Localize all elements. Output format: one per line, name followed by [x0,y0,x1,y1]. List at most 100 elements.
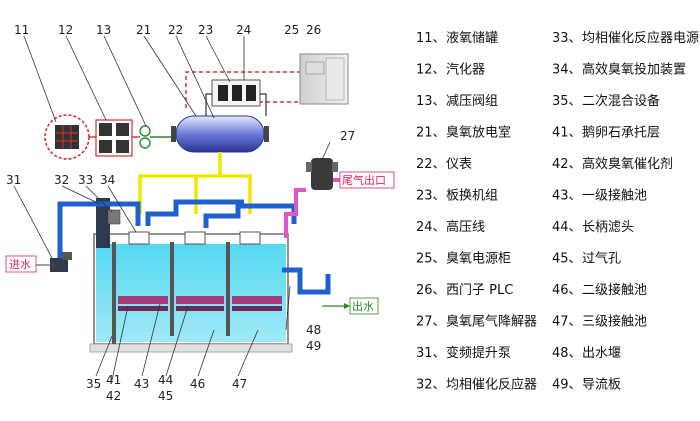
legend-text: 变频提升泵 [446,345,511,361]
legend-number: 25、 [416,252,446,267]
legend-number: 23、 [416,189,446,204]
legend-text: 二次混合设备 [582,93,660,109]
callout-45: 45 [158,389,173,403]
legend-number: 45、 [552,252,582,267]
legend-text: 西门子 PLC [446,283,513,298]
water-pipe-loop-1 [57,201,141,262]
legend-number: 26、 [416,283,446,298]
cooling-loop [205,93,267,116]
legend-number: 24、 [416,220,446,235]
callout-32: 32 [54,173,69,187]
legend-number: 49、 [552,378,582,393]
ozone-gas-manifold [138,152,252,214]
legend-number: 46、 [552,283,582,298]
ozone-dosing-device-3 [239,231,261,245]
legend-text: 高效臭氧投加装置 [582,62,686,78]
inlet-label: 进水 [9,258,31,271]
siemens-plc-panel [305,61,325,75]
legend-text: 液氧储罐 [446,31,498,46]
legend-number: 44、 [552,220,582,235]
legend-text: 高效臭氧催化剂 [582,156,673,172]
legend-text: 长柄滤头 [582,220,634,235]
callout-44: 44 [158,373,173,387]
cabinet-door [325,57,345,101]
legend-left-column: 11、液氧储罐12、汽化器13、减压阀组21、臭氧放电室22、仪表23、板换机组… [416,31,537,393]
callout-47: 47 [232,377,247,391]
leader-lines [13,35,331,381]
legend-number: 48、 [552,346,582,361]
tank-base [89,343,293,353]
legend-number: 32、 [416,378,446,393]
callout-21: 21 [136,23,151,37]
callout-24: 24 [236,23,251,37]
outlet-label: 出水 [352,299,374,313]
legend-number: 47、 [552,315,582,330]
callout-48: 48 [306,323,321,337]
callout-34: 34 [100,173,115,187]
legend-number: 43、 [552,189,582,204]
legend-number: 34、 [552,63,582,78]
legend-text: 导流板 [582,378,621,393]
ozone-dosing-device-1 [128,231,150,245]
legend-text: 过气孔 [582,251,621,267]
outlet-pipe [282,267,331,295]
tank-grid [55,125,79,149]
callout-22: 22 [168,23,183,37]
legend-number: 12、 [416,63,446,78]
legend-number: 33、 [552,31,582,46]
legend-number: 42、 [552,157,582,172]
catalytic-reactor-power [107,209,121,225]
catalyst-layer-2 [176,296,224,304]
legend-number: 13、 [416,94,446,109]
homogeneous-catalytic-reactor [96,198,110,248]
callout-46: 46 [190,377,205,391]
legend-text: 出水堰 [582,346,621,361]
variable-speed-lift-pump [50,258,68,272]
callout-11: 11 [14,23,29,37]
callout-12: 12 [58,23,73,37]
legend-text: 高压线 [446,219,485,235]
legend-text: 汽化器 [446,63,485,78]
legend-text: 减压阀组 [446,94,498,109]
legend-text: 二级接触池 [582,282,647,298]
outlet-arrow [322,303,350,309]
callout-31: 31 [6,173,21,187]
legend-number: 21、 [416,126,446,141]
tail-gas-outlet-label: 尾气出口 [342,173,386,187]
legend-text: 均相催化反应器 [446,377,537,393]
legend-text: 均相催化反应器电源 [582,30,699,46]
ozone-tail-gas-destructor [306,158,338,190]
reactor-tank-water [96,244,286,342]
callout-43: 43 [134,377,149,391]
callout-33: 33 [78,173,93,187]
legend-text: 臭氧放电室 [446,125,511,141]
callout-26: 26 [306,23,321,37]
legend-text: 臭氧尾气降解器 [446,314,537,330]
callout-49: 49 [306,339,321,353]
catalyst-layer-1 [118,296,168,304]
callout-25: 25 [284,23,299,37]
high-voltage-line [185,71,300,108]
callout-42: 42 [106,389,121,403]
legend-number: 11、 [416,31,446,46]
legend-number: 31、 [416,346,446,361]
legend-text: 鹅卵石承托层 [582,125,660,141]
callout-27: 27 [340,129,355,143]
legend-text: 臭氧电源柜 [446,252,511,267]
catalyst-layer-3 [232,296,282,304]
legend-text: 一级接触池 [582,188,647,204]
legend-text: 三级接触池 [582,314,647,330]
legend-number: 22、 [416,157,446,172]
water-pipe-loop-2 [145,199,244,226]
callout-35: 35 [86,377,101,391]
legend-text: 板换机组 [446,189,498,204]
legend-number: 27、 [416,315,446,330]
ozone-discharge-chamber [175,115,265,153]
callout-13: 13 [96,23,111,37]
ozone-dosing-device-2 [184,231,206,245]
legend-right-column: 33、均相催化反应器电源34、高效臭氧投加装置35、二次混合设备41、鹅卵石承托… [552,30,699,393]
legend-number: 35、 [552,94,582,109]
callout-23: 23 [198,23,213,37]
callout-41: 41 [106,373,121,387]
